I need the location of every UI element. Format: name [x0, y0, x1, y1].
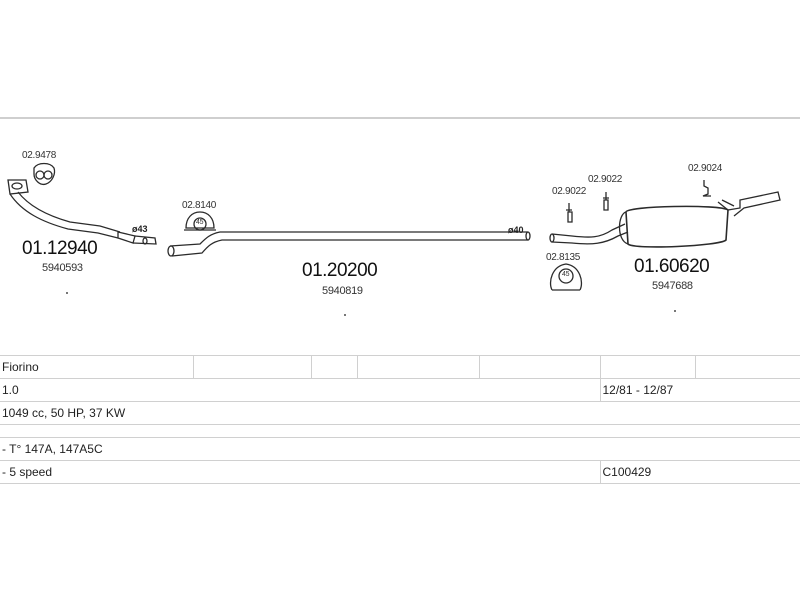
- clamp-front-size: 45: [196, 219, 204, 226]
- middle-pipe-drawing: [167, 231, 531, 257]
- middle-pipe-oem: 5940819: [322, 285, 363, 297]
- marker-dot: [674, 310, 676, 312]
- top-border: [0, 117, 800, 119]
- table-row: 1049 cc, 50 HP, 37 KW: [0, 401, 800, 425]
- gearbox-cell: - 5 speed: [0, 460, 479, 484]
- table-row: - 5 speed C100429: [0, 460, 800, 484]
- hangers-drawing: [566, 180, 711, 223]
- table-row: - T° 147A, 147A5C: [0, 437, 800, 461]
- hanger-c-number: 02.9024: [688, 163, 723, 174]
- clamp-front-drawing: [184, 211, 216, 231]
- gasket-number: 02.9478: [22, 150, 57, 161]
- table-row: Fiorino: [0, 355, 800, 379]
- front-pipe-number: 01.12940: [22, 238, 98, 259]
- front-pipe-diameter: ø43: [132, 224, 148, 234]
- front-pipe-drawing: [7, 179, 157, 245]
- spec-table: Fiorino 1.0 12/81 - 12/87 1049 cc, 50 HP…: [0, 355, 800, 484]
- rear-muffler-drawing: [549, 191, 781, 248]
- table-row: 1.0 12/81 - 12/87: [0, 378, 800, 402]
- engine-cell: 1.0: [0, 378, 479, 402]
- clamp-front-number: 02.8140: [182, 200, 217, 211]
- gasket-drawing: [33, 162, 56, 186]
- engine-type-cell: - T° 147A, 147A5C: [0, 437, 800, 461]
- power-cell: 1049 cc, 50 HP, 37 KW: [0, 401, 800, 425]
- hanger-b-number: 02.9022: [588, 174, 623, 185]
- marker-dot: [344, 314, 346, 316]
- clamp-rear-drawing: [549, 263, 583, 291]
- front-pipe-oem: 5940593: [42, 262, 83, 274]
- marker-dot: [66, 292, 68, 294]
- rear-muffler-number: 01.60620: [634, 256, 710, 277]
- clamp-rear-number: 02.8135: [546, 252, 581, 263]
- hanger-a-number: 02.9022: [552, 186, 587, 197]
- middle-pipe-number: 01.20200: [302, 260, 378, 281]
- clamp-rear-size: 45: [562, 271, 570, 278]
- code-cell: C100429: [599, 460, 800, 484]
- exhaust-diagram: [7, 162, 781, 291]
- rear-muffler-oem: 5947688: [652, 280, 693, 292]
- model-cell: Fiorino: [0, 355, 193, 379]
- years-cell: 12/81 - 12/87: [599, 378, 800, 402]
- middle-pipe-diameter: ø40: [508, 225, 524, 235]
